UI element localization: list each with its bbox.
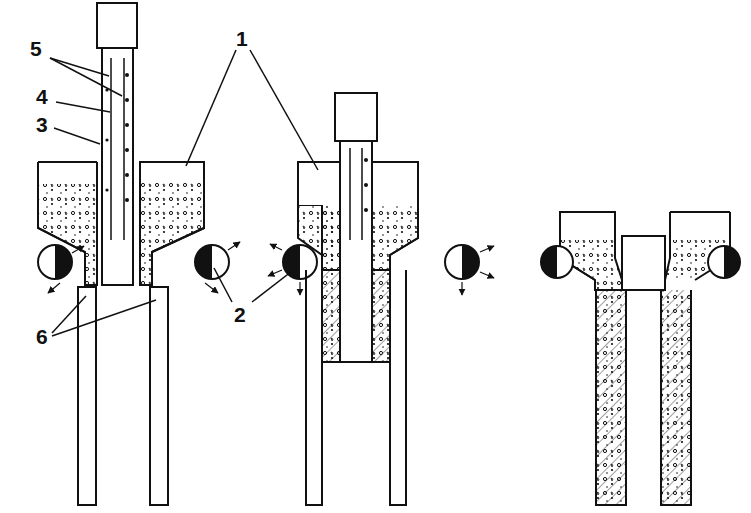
callout-number: 3 bbox=[36, 114, 48, 135]
callout-number: 1 bbox=[236, 28, 248, 49]
callout-number: 2 bbox=[234, 304, 246, 325]
leader-lines bbox=[50, 50, 318, 336]
callout-number: 4 bbox=[36, 86, 48, 107]
callout-number: 5 bbox=[30, 38, 42, 59]
callout-number: 6 bbox=[36, 326, 48, 347]
